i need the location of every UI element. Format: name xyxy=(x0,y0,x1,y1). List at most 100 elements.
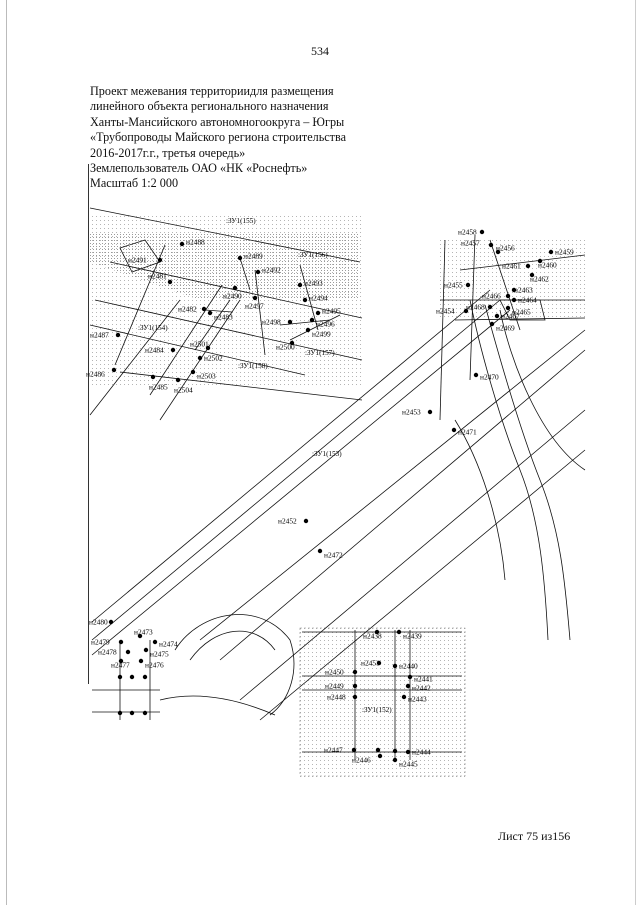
boundary-point-marker xyxy=(201,306,207,312)
boundary-point-marker xyxy=(489,321,495,327)
boundary-point-marker xyxy=(548,249,554,255)
boundary-point-label: н2477 xyxy=(111,661,130,670)
parcel-label: :ЗУ1(154) xyxy=(138,324,168,332)
boundary-point-marker xyxy=(451,427,457,433)
boundary-point-label: н2454 xyxy=(436,307,455,316)
boundary-point-label: н2470 xyxy=(480,373,499,382)
boundary-point-marker xyxy=(352,683,358,689)
document-title: Проект межевания территориидля размещени… xyxy=(90,84,390,192)
boundary-point-marker xyxy=(407,674,413,680)
boundary-point-label: н2452 xyxy=(278,517,297,526)
boundary-point-label: н2442 xyxy=(412,684,431,693)
parcel-label: :ЗУ1(153) xyxy=(312,450,342,458)
boundary-point-marker xyxy=(205,345,211,351)
boundary-point-marker xyxy=(511,287,517,293)
boundary-points: н2488н2489н2491н2481н2492н2490н2493н2497… xyxy=(86,228,574,769)
boundary-point-label: н2445 xyxy=(399,760,418,769)
boundary-point-label: н2459 xyxy=(555,248,574,257)
boundary-point-marker xyxy=(179,241,185,247)
boundary-point-marker xyxy=(197,355,203,361)
boundary-point-marker xyxy=(255,269,261,275)
boundary-point-marker xyxy=(137,633,143,639)
parcel-label: :ЗУ1(158) xyxy=(238,362,268,370)
boundary-point-marker xyxy=(118,639,124,645)
boundary-point-marker xyxy=(525,263,531,269)
page-number: 534 xyxy=(311,44,329,58)
boundary-point-marker xyxy=(405,749,411,755)
boundary-point-label: н2499 xyxy=(312,330,331,339)
boundary-point-marker xyxy=(463,308,469,314)
boundary-point-label: н2448 xyxy=(327,693,346,702)
boundary-point-label: н2494 xyxy=(309,294,328,303)
boundary-point-label: н2473 xyxy=(134,628,153,637)
boundary-point-label: н2497 xyxy=(245,302,264,311)
boundary-point-marker xyxy=(129,674,135,680)
boundary-point-marker xyxy=(511,297,517,303)
boundary-point-marker xyxy=(289,340,295,346)
boundary-point-label: н2495 xyxy=(322,307,341,316)
boundary-point-label: н2498 xyxy=(262,318,281,327)
boundary-point-marker xyxy=(352,694,358,700)
boundary-point-marker xyxy=(479,229,485,235)
boundary-point-marker xyxy=(111,367,117,373)
boundary-point-marker xyxy=(487,304,493,310)
boundary-point-label: н2463 xyxy=(514,286,533,295)
boundary-point-label: н2472 xyxy=(324,551,343,560)
boundary-point-label: н2486 xyxy=(86,370,105,379)
boundary-point-marker xyxy=(505,305,511,311)
boundary-point-marker xyxy=(396,629,402,635)
boundary-point-marker xyxy=(488,242,494,248)
boundary-point-marker xyxy=(287,319,293,325)
boundary-point-marker xyxy=(401,694,407,700)
boundary-point-marker xyxy=(125,649,131,655)
boundary-point-label: н2488 xyxy=(186,238,205,247)
boundary-point-label: н2461 xyxy=(502,262,521,271)
boundary-point-marker xyxy=(465,282,471,288)
boundary-point-label: н2467 xyxy=(501,312,520,321)
boundary-point-label: н2447 xyxy=(324,746,343,755)
boundary-point-marker xyxy=(115,332,121,338)
boundary-point-marker xyxy=(232,285,238,291)
boundary-point-marker xyxy=(297,282,303,288)
boundary-point-marker xyxy=(352,669,358,675)
boundary-point-label: н2468 xyxy=(466,303,485,312)
boundary-point-marker xyxy=(117,674,123,680)
boundary-point-marker xyxy=(392,663,398,669)
boundary-point-label: н2438 xyxy=(363,632,382,641)
boundary-point-label: н2440 xyxy=(399,662,418,671)
boundary-point-marker xyxy=(305,327,311,333)
boundary-point-label: н2462 xyxy=(530,275,549,284)
boundary-point-marker xyxy=(117,710,123,716)
boundary-point-label: н2464 xyxy=(518,296,537,305)
title-line: 2016-2017г.г., третья очередь» xyxy=(90,145,246,160)
boundary-point-label: н2476 xyxy=(145,661,164,670)
boundary-point-marker xyxy=(143,647,149,653)
boundary-point-label: н2480 xyxy=(89,618,108,627)
boundary-point-label: н2502 xyxy=(204,354,223,363)
boundary-point-marker xyxy=(392,757,398,763)
boundary-point-label: н2456 xyxy=(496,244,515,253)
boundary-point-marker xyxy=(374,629,380,635)
parcel-frame-bottom xyxy=(299,627,466,777)
boundary-point-label: н2446 xyxy=(352,756,371,765)
boundary-point-label: н2491 xyxy=(128,256,147,265)
map-frame-left-border xyxy=(88,164,89,684)
boundary-point-marker xyxy=(129,710,135,716)
boundary-point-marker xyxy=(108,619,114,625)
boundary-point-label: н2441 xyxy=(414,675,433,684)
boundary-point-marker xyxy=(167,279,173,285)
hatched-area-top-right xyxy=(440,238,588,318)
boundary-point-marker xyxy=(495,249,501,255)
boundary-point-marker xyxy=(317,548,323,554)
boundary-point-label: н2482 xyxy=(178,305,197,314)
boundary-point-marker xyxy=(537,258,543,264)
boundary-point-label: н2493 xyxy=(304,279,323,288)
title-line: Ханты-Мансийского автономногоокруга – Юг… xyxy=(90,114,345,129)
boundary-point-label: н2484 xyxy=(145,346,164,355)
hatched-area-bottom xyxy=(300,628,465,778)
title-line: Проект межевания территориидля размещени… xyxy=(90,84,334,98)
boundary-point-marker xyxy=(351,747,357,753)
boundary-point-marker xyxy=(473,372,479,378)
boundary-point-label: н2451 xyxy=(361,659,380,668)
